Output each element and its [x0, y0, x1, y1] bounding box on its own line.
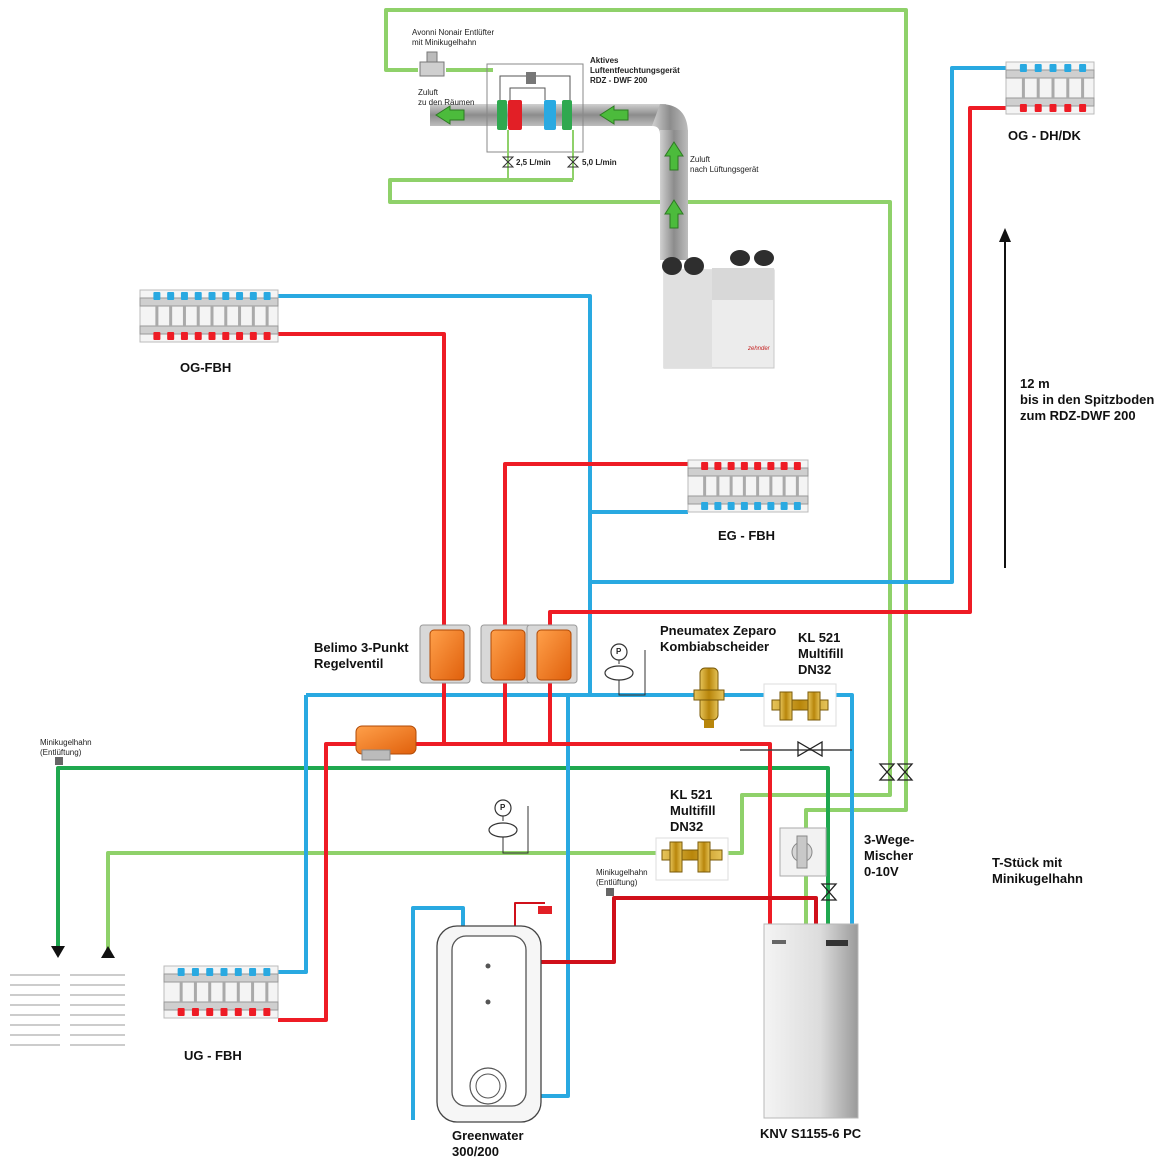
manifolds	[139, 61, 1095, 1019]
pressure-gauge-icon	[610, 643, 628, 661]
supply-pipe-storage	[541, 896, 818, 964]
return-pipe-og-dhdk	[588, 66, 1006, 695]
supply-pipe-ug-fbh	[278, 742, 422, 1022]
gauge-label-top: P	[616, 647, 622, 656]
brine-field	[10, 757, 614, 1046]
label-aktives: Aktives Luftentfeuchtungsgerät RDZ - DWF…	[590, 56, 680, 85]
heat-pump-knv	[763, 923, 859, 1119]
vent-port-2	[684, 257, 704, 275]
minikugelhahn-left-icon	[55, 757, 63, 765]
valve-icon-2	[896, 763, 914, 781]
air-duct	[419, 51, 688, 260]
brine-light-pipe-rdz-return	[388, 178, 892, 787]
arrow-up-head	[999, 228, 1011, 242]
arrow-down-icon	[51, 946, 65, 958]
valve-icon-bypass	[797, 740, 823, 758]
supply-pipe-storage-hot	[514, 902, 545, 928]
supply-pipe-og-fbh	[278, 332, 446, 744]
label-minikugel-mid: Minikugelhahn (Entlüftung)	[596, 868, 648, 887]
return-pipe-storage-top	[411, 906, 465, 1120]
label-og-dhdk: OG - DH/DK	[1008, 128, 1081, 143]
ventilation-unit-logo: zehnder	[747, 346, 771, 352]
manifold-ug-fbh	[163, 965, 279, 1019]
belimo-valve-1	[419, 624, 471, 684]
return-pipe-collector	[306, 693, 854, 925]
label-knv: KNV S1155-6 PC	[760, 1126, 862, 1141]
supply-pipe-eg-fbh	[503, 462, 688, 744]
rdz-internal-valve	[526, 72, 536, 84]
vent-port-3	[730, 250, 750, 266]
return-pipe-ug-fbh	[278, 695, 308, 974]
belimo-valves	[355, 624, 578, 761]
ventilation-unit-panel	[712, 268, 774, 300]
return-pipe-storage	[541, 695, 570, 1098]
label-ug-fbh: UG - FBH	[184, 1048, 242, 1063]
label-zeparo: Pneumatex Zeparo Kombiabscheider	[660, 623, 777, 654]
valve-icon-3	[820, 883, 838, 901]
multifill-top	[763, 683, 837, 727]
valve-icon-1	[878, 763, 896, 781]
air-arrow-up-icon-2	[664, 199, 684, 229]
duct-coupling-green1	[497, 100, 507, 130]
air-arrow-up-icon	[664, 141, 684, 171]
label-hoehe: 12 m bis in den Spitzboden zum RDZ-DWF 2…	[1020, 376, 1155, 423]
supply-pipe-header	[422, 742, 772, 925]
vent-port-4	[754, 250, 774, 266]
label-mischer: 3-Wege- Mischer 0-10V	[864, 832, 915, 879]
duct-coupling-red	[508, 100, 522, 130]
zeparo-separator	[693, 667, 725, 728]
manifold-og-fbh	[139, 289, 279, 343]
label-kl521-mid: KL 521 Multifill DN32	[670, 787, 716, 834]
brine-dark-pipe	[56, 766, 830, 950]
manifold-eg-fbh	[687, 459, 809, 513]
brine-light-pipe-top	[384, 8, 908, 787]
label-avonni: Avonni Nonair Entlüfter mit Minikugelhah…	[412, 28, 495, 47]
duct-coupling-blue	[544, 100, 556, 130]
rdz-internal-line-2	[509, 87, 546, 100]
arrow-up-icon-brine	[101, 946, 115, 958]
air-arrow-left-icon	[435, 105, 465, 125]
label-og-fbh: OG-FBH	[180, 360, 232, 375]
label-kl521-top: KL 521 Multifill DN32	[798, 630, 844, 677]
height-arrow	[999, 228, 1011, 568]
valve-icon-flow-2	[566, 156, 580, 168]
storage-tank-greenwater	[436, 906, 552, 1123]
three-way-mixer	[779, 827, 827, 877]
valve-icons	[797, 740, 914, 901]
belimo-valve-3	[526, 624, 578, 684]
pressure-gauge-icon-2	[494, 799, 512, 817]
tank-heater-icon	[538, 906, 552, 914]
label-belimo: Belimo 3-Punkt Regelventil	[314, 640, 409, 671]
belimo-valve-bypass	[355, 725, 417, 761]
label-minikugel-left: Minikugelhahn (Entlüftung)	[40, 738, 92, 757]
ground-probe-hatching	[10, 974, 125, 1046]
expansion-vessel-mid	[488, 799, 529, 854]
valve-icon-flow-1	[501, 156, 515, 168]
label-tstueck: T-Stück mit Minikugelhahn	[992, 855, 1083, 886]
label-flow-25: 2,5 L/min	[516, 158, 551, 167]
return-pipe-og-fbh	[278, 294, 592, 582]
multifill-mid	[655, 837, 729, 881]
manifold-og-dhdk	[1005, 61, 1095, 115]
ventilation-unit-side	[664, 270, 712, 368]
label-zuluft-lueftung: Zuluft nach Lüftungsgerät	[690, 155, 759, 174]
pipes	[56, 8, 1006, 1120]
label-flow-50: 5,0 L/min	[582, 158, 617, 167]
air-vent-icon	[419, 51, 445, 77]
label-zuluft-raeume: Zuluft zu den Räumen	[418, 88, 475, 107]
duct-coupling-green2	[562, 100, 572, 130]
label-eg-fbh: EG - FBH	[718, 528, 776, 543]
rdz-schematic-box	[486, 63, 584, 153]
belimo-valve-2	[480, 624, 532, 684]
air-arrow-left-icon-2	[599, 105, 629, 125]
label-greenwater: Greenwater 300/200	[452, 1128, 524, 1159]
vent-port-1	[662, 257, 682, 275]
minikugelhahn-mid-icon	[606, 888, 614, 896]
ventilation-unit: zehnder	[662, 250, 775, 369]
gauge-label-mid: P	[500, 803, 506, 812]
brine-light-pipe-bottom	[106, 787, 892, 950]
expansion-vessel-top	[604, 643, 646, 696]
